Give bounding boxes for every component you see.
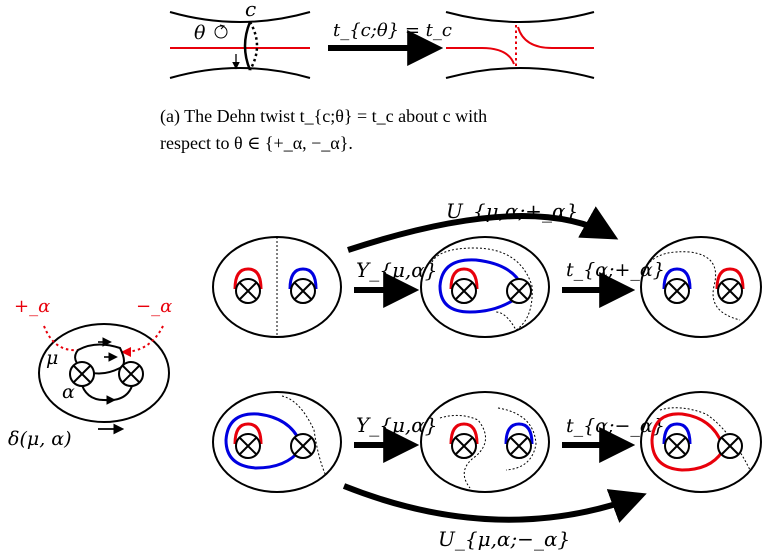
caption-line-2: respect to θ ∈ {+_α, −_α}. (160, 133, 353, 153)
crosscap-icon (717, 278, 743, 304)
label-theta: θ (194, 22, 206, 44)
top-surface-1 (212, 236, 342, 338)
figure-caption-a: (a) The Dehn twist t_{c;θ} = t_c about c… (160, 103, 620, 157)
rotation-icon (214, 25, 228, 39)
dotted-boundary-curve (281, 395, 327, 477)
label-plus-alpha: +_α (14, 296, 50, 317)
crosscap-icon (506, 278, 532, 304)
minus-alpha-arc (121, 325, 164, 357)
crosscap-icon (290, 278, 316, 304)
blue-loop (438, 258, 524, 314)
label-U-plus: U_{μ,α;+_α} (446, 199, 578, 223)
label-delta: δ(μ, α) (8, 428, 72, 450)
label-alpha: α (62, 381, 75, 403)
top-surface-3 (640, 236, 762, 338)
crosscap-icon (451, 278, 477, 304)
dehn-twist-label: t_{c;θ} = t_c (333, 20, 452, 41)
label-t-minus: t_{α;−_α} (566, 415, 665, 437)
delta-surface: +_α −_α μ α δ(μ, α) (8, 296, 172, 450)
red-semicircle (449, 422, 479, 445)
twisted-arc-left (446, 47, 515, 65)
red-semicircle (233, 422, 263, 445)
red-loop (650, 412, 724, 472)
blue-loop (224, 412, 302, 470)
rotation-arrowhead (219, 24, 225, 30)
delta-surface-boundary (38, 323, 170, 423)
dotted-boundary-curve (431, 247, 533, 331)
top-surface-2 (420, 236, 550, 338)
blue-semicircle (288, 267, 318, 290)
blue-semicircle (504, 422, 534, 445)
twisted-arc-right (517, 26, 594, 49)
red-semicircle (449, 267, 479, 290)
crosscap-icon (664, 433, 690, 459)
curve-c-front (243, 21, 252, 71)
panel-a-arrow: t_{c;θ} = t_c (328, 20, 452, 66)
bottom-surface-1 (212, 391, 342, 493)
label-minus-alpha: −_α (136, 296, 172, 317)
crosscap-icon (69, 361, 95, 387)
crosscap-icon (118, 361, 144, 387)
plus-alpha-arc (43, 325, 79, 352)
U-minus-arrow (342, 483, 647, 523)
crosscap-icon (664, 278, 690, 304)
tube-top-boundary (169, 11, 311, 23)
label-U-minus: U_{μ,α;−_α} (438, 527, 570, 551)
panel-a-before: c θ (169, 0, 311, 79)
dotted-boundary-curve (497, 407, 537, 471)
blue-semicircle (662, 267, 692, 290)
label-mu: μ (46, 347, 58, 369)
bottom-surface-2 (420, 391, 550, 493)
caption-line-1: (a) The Dehn twist t_{c;θ} = t_c about c… (160, 106, 488, 126)
blue-semicircle (662, 422, 692, 445)
bottom-surface-3 (640, 391, 762, 493)
tube-top-boundary-after (445, 11, 595, 23)
crosscap-icon (235, 278, 261, 304)
curve-c-back (248, 21, 259, 71)
crosscap-icon (451, 433, 477, 459)
dotted-boundary-curve (659, 407, 751, 471)
red-semicircle (233, 267, 263, 290)
label-t-plus: t_{α;+_α} (566, 259, 665, 281)
panel-a-after (445, 11, 595, 79)
crosscap-icon (717, 433, 743, 459)
crosscap-icon (235, 433, 261, 459)
U-plus-arrow (347, 206, 619, 253)
tube-bottom-boundary-after (445, 67, 595, 79)
red-semicircle (715, 267, 745, 290)
crosscap-icon (506, 433, 532, 459)
label-c: c (245, 0, 256, 21)
crosscap-icon (290, 433, 316, 459)
tube-bottom-boundary (169, 67, 311, 79)
